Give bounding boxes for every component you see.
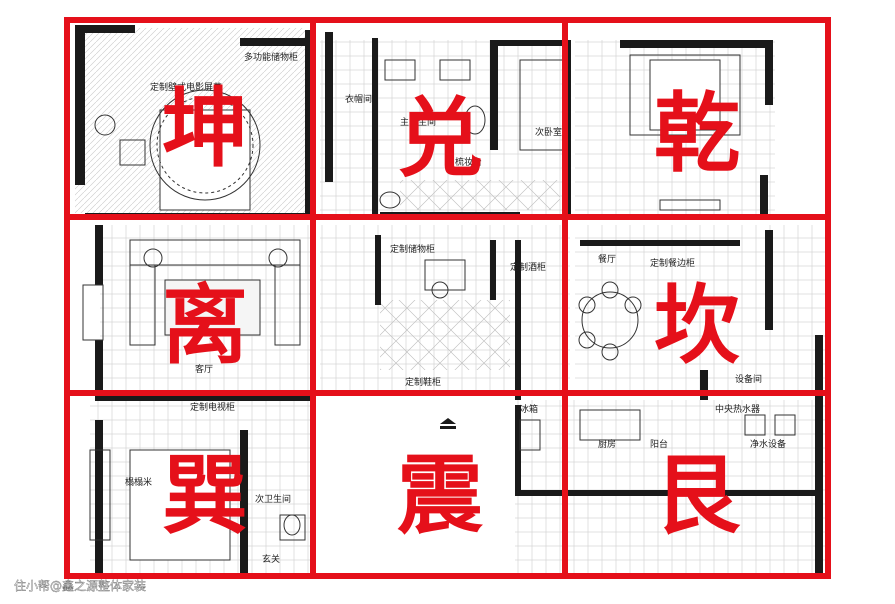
bagua-grid [64, 17, 831, 579]
label-purifier: 净水设备 [750, 438, 786, 450]
trigram-qian: 乾 [654, 84, 740, 184]
label-central-water: 中央热水器 [715, 403, 760, 415]
label-bedroom-sw: 榻榻米 [125, 476, 152, 488]
trigram-xun: 巽 [162, 446, 248, 546]
entrance-arrow-icon [440, 418, 456, 424]
label-entrance: 玄关 [262, 553, 280, 565]
room-labels: 多功能储物柜 衣帽间 主卫生间 梳妆台 次卧室 定制壁式电影屏幕 定制储物柜 定… [125, 51, 786, 565]
label-guest-bath: 次卫生间 [255, 493, 291, 505]
entrance-arrow-base [440, 426, 456, 429]
label-secondary-bedroom: 次卧室 [535, 126, 562, 138]
label-custom-cabinet: 定制储物柜 [390, 243, 435, 255]
trigram-zhen: 震 [397, 446, 483, 546]
floor-areas [75, 28, 825, 575]
label-custom-tv-sw: 定制电视柜 [190, 401, 235, 413]
label-dining: 餐厅 [598, 253, 616, 265]
label-custom-sideboard: 定制餐边柜 [650, 257, 695, 269]
label-multi-storage: 多功能储物柜 [244, 51, 298, 63]
label-makeup: 梳妆台 [455, 156, 482, 168]
label-kitchen: 厨房 [598, 438, 616, 450]
furniture [82, 54, 796, 561]
label-equipment: 设备间 [735, 373, 762, 385]
label-closet: 衣帽间 [345, 93, 372, 105]
trigram-gen: 艮 [654, 446, 741, 546]
trigram-li: 离 [162, 276, 248, 376]
trigram-dui: 兑 [397, 89, 483, 189]
walls [75, 25, 823, 575]
label-custom-tv: 定制壁式电影屏幕 [150, 81, 222, 93]
watermark-text: 住小帮@鑫之源整体家装 [14, 578, 146, 593]
trigram-labels: 坤 兑 乾 离 坎 巽 震 艮 [162, 79, 741, 546]
label-fridge: 冰箱 [520, 403, 538, 415]
label-master-bath: 主卫生间 [400, 116, 436, 128]
label-custom-shoe: 定制鞋柜 [405, 376, 441, 388]
trigram-kan: 坎 [654, 276, 740, 376]
label-living-room: 客厅 [195, 363, 213, 375]
label-custom-wine: 定制酒柜 [510, 261, 546, 273]
trigram-kun: 坤 [162, 79, 248, 179]
label-balcony: 阳台 [650, 438, 668, 450]
